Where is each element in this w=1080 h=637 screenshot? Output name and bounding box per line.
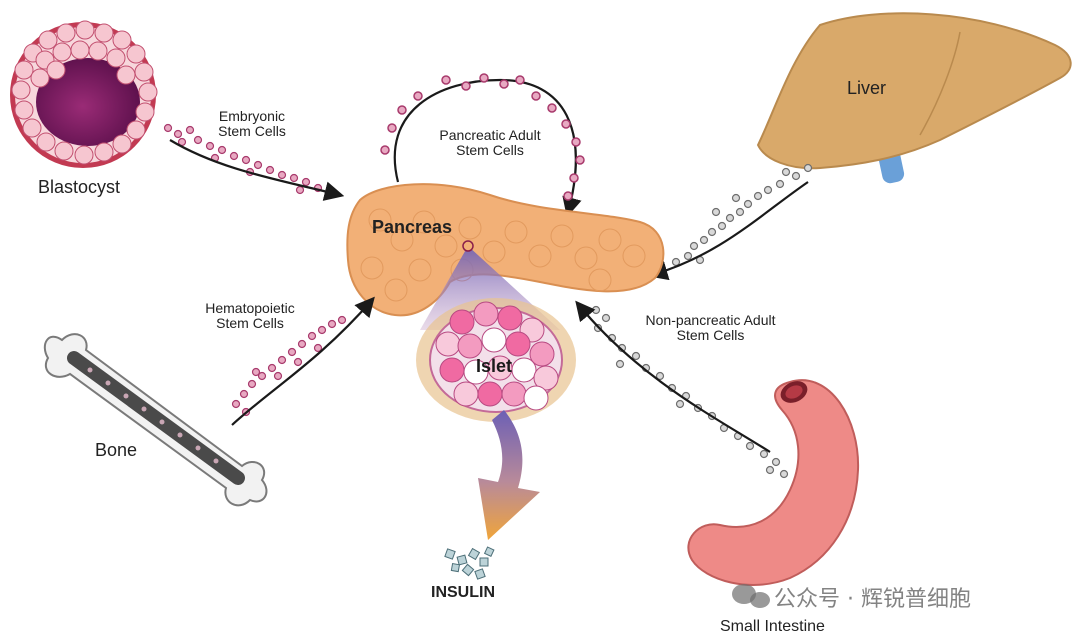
label-bone: Bone [95, 440, 138, 460]
embryonic-arrow [169, 139, 345, 201]
label-insulin: INSULIN [431, 584, 495, 601]
insulin-arrow [478, 410, 540, 540]
label-hematopoietic-line2: Stem Cells [216, 315, 284, 331]
small-intestine-illustration [687, 379, 860, 586]
label-non-pancreatic-line1: Non-pancreatic Adult [645, 312, 776, 328]
insulin-molecules [444, 546, 495, 580]
non-pancreatic-arrow [575, 300, 771, 453]
label-pancreas: Pancreas [372, 217, 453, 237]
label-pancreatic-adult-line2: Stem Cells [456, 142, 524, 158]
label-hematopoietic-line1: Hematopoietic [205, 300, 295, 316]
hematopoietic-arrow [231, 296, 375, 426]
liver-illustration [756, 12, 1072, 184]
label-hematopoietic-stem-cells: Hematopoietic Stem Cells [200, 301, 300, 331]
label-pancreatic-adult-line1: Pancreatic Adult [439, 127, 541, 143]
label-small-intestine: Small Intestine [720, 618, 825, 635]
label-islet: Islet [476, 356, 513, 376]
watermark-text: 公众号 · 辉锐普细胞 [774, 587, 971, 612]
label-embryonic-stem-cells: Embryonic Stem Cells [212, 109, 292, 139]
label-pancreatic-adult-stem-cells: Pancreatic Adult Stem Cells [420, 128, 560, 158]
label-blastocyst: Blastocyst [38, 177, 121, 197]
liver-stem-cells-dots [671, 163, 813, 267]
islet-origin-marker [462, 240, 474, 252]
label-embryonic-line2: Stem Cells [218, 123, 286, 139]
label-non-pancreatic-line2: Stem Cells [676, 327, 745, 343]
islet-illustration [416, 298, 576, 422]
blastocyst-illustration [10, 20, 158, 168]
label-non-pancreatic-stem-cells: Non-pancreatic Adult Stem Cells [628, 313, 793, 343]
hematopoietic-stem-cells-dots [231, 315, 347, 417]
watermark-icon [732, 584, 770, 608]
pancreas-illustration [346, 183, 665, 317]
label-embryonic-line1: Embryonic [218, 108, 286, 124]
pancreatic-adult-stem-cells-dots [380, 73, 585, 201]
liver-arrow [647, 181, 809, 281]
bone-illustration [43, 333, 268, 507]
label-liver: Liver [847, 78, 887, 98]
